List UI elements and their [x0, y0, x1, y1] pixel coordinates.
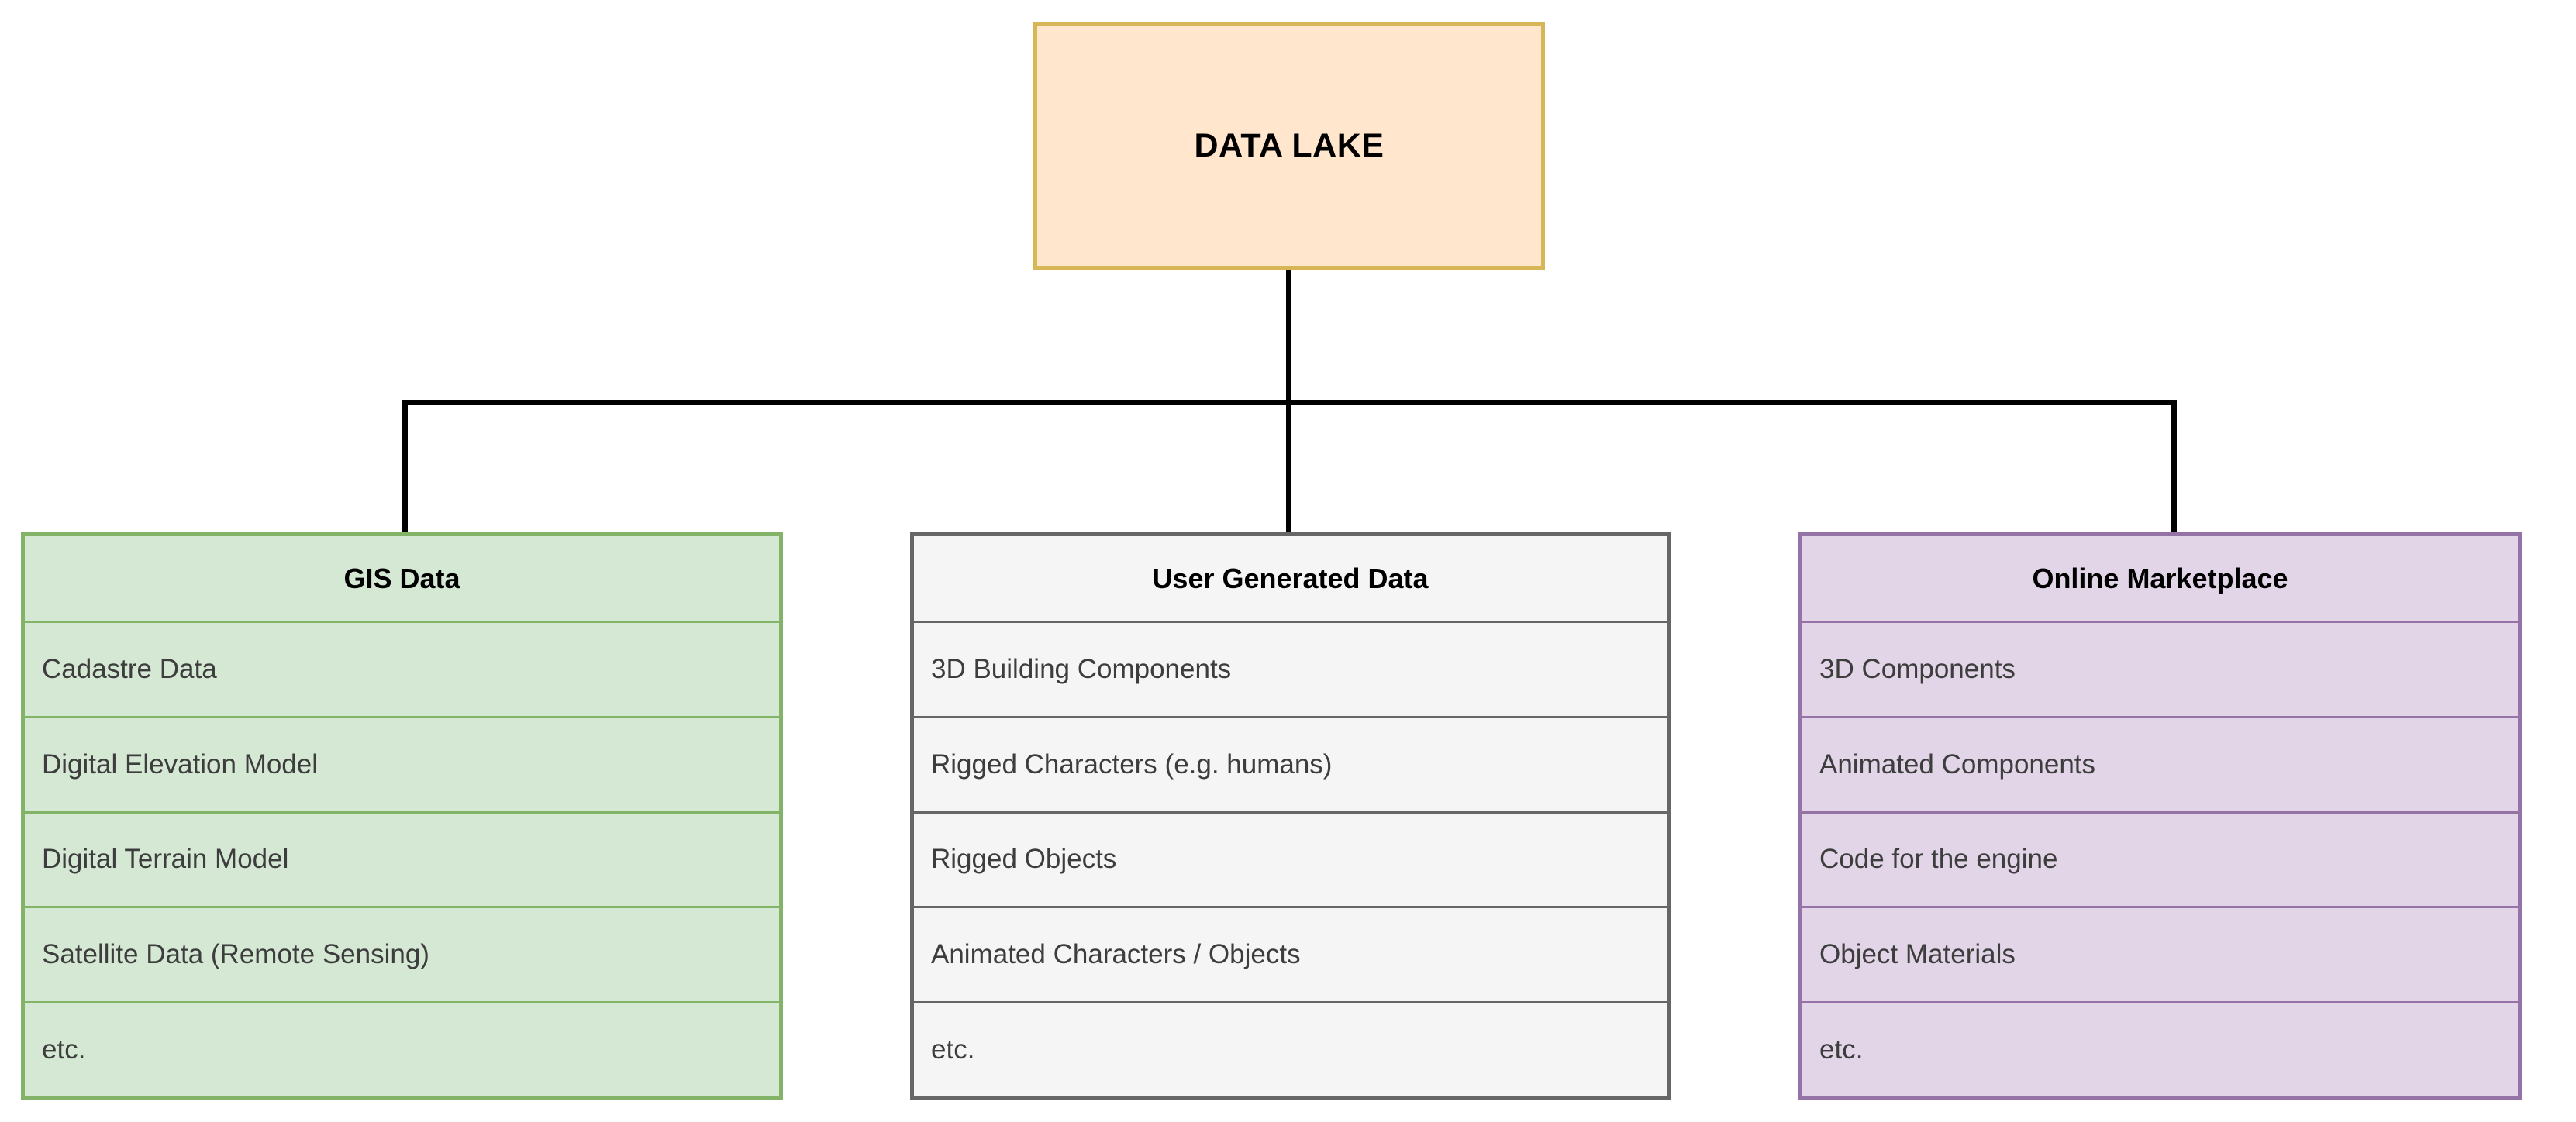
list-item-label: Object Materials [1819, 939, 2016, 970]
list-item-label: etc. [931, 1034, 975, 1065]
list-item[interactable]: Rigged Characters (e.g. humans) [914, 718, 1667, 814]
category-user-generated-data[interactable]: User Generated Data 3D Building Componen… [910, 532, 1671, 1100]
list-item[interactable]: 3D Components [1802, 623, 2518, 718]
list-item[interactable]: Digital Elevation Model [25, 718, 779, 814]
list-item[interactable]: 3D Building Components [914, 623, 1667, 718]
list-item[interactable]: Rigged Objects [914, 814, 1667, 909]
list-item-label: etc. [1819, 1034, 1864, 1065]
list-item-label: Digital Elevation Model [42, 749, 319, 780]
category-online-marketplace-title: Online Marketplace [2032, 562, 2288, 594]
node-data-lake-label: DATA LAKE [1194, 127, 1385, 164]
list-item[interactable]: Animated Components [1802, 718, 2518, 814]
list-item[interactable]: etc. [25, 1003, 779, 1096]
node-data-lake[interactable]: DATA LAKE [1033, 22, 1545, 270]
category-user-generated-data-title: User Generated Data [1152, 562, 1429, 594]
category-online-marketplace[interactable]: Online Marketplace 3D Components Animate… [1798, 532, 2522, 1100]
list-item-label: Rigged Characters (e.g. humans) [931, 749, 1333, 780]
list-item[interactable]: Cadastre Data [25, 623, 779, 718]
list-item[interactable]: Digital Terrain Model [25, 814, 779, 909]
list-item-label: 3D Components [1819, 653, 2016, 684]
category-gis-data[interactable]: GIS Data Cadastre Data Digital Elevation… [21, 532, 783, 1100]
list-item-label: Cadastre Data [42, 653, 217, 684]
connector-trunk-vertical [1286, 270, 1291, 404]
list-item-label: Animated Characters / Objects [931, 939, 1301, 970]
list-item[interactable]: etc. [1802, 1003, 2518, 1096]
list-item[interactable]: etc. [914, 1003, 1667, 1096]
list-item-label: etc. [42, 1034, 86, 1065]
connector-branch-gis [402, 400, 408, 535]
list-item-label: Code for the engine [1819, 844, 2058, 875]
category-user-generated-data-header: User Generated Data [914, 536, 1667, 623]
list-item-label: Rigged Objects [931, 844, 1117, 875]
connector-branch-marketplace [2171, 400, 2177, 535]
connector-branch-user-generated [1286, 400, 1291, 535]
category-online-marketplace-header: Online Marketplace [1802, 536, 2518, 623]
list-item[interactable]: Code for the engine [1802, 814, 2518, 909]
category-gis-data-title: GIS Data [343, 562, 460, 594]
list-item-label: 3D Building Components [931, 653, 1232, 684]
list-item[interactable]: Animated Characters / Objects [914, 908, 1667, 1004]
category-gis-data-header: GIS Data [25, 536, 779, 623]
list-item[interactable]: Object Materials [1802, 908, 2518, 1004]
list-item-label: Animated Components [1819, 749, 2096, 780]
list-item-label: Satellite Data (Remote Sensing) [42, 939, 429, 970]
list-item[interactable]: Satellite Data (Remote Sensing) [25, 908, 779, 1004]
list-item-label: Digital Terrain Model [42, 844, 289, 875]
